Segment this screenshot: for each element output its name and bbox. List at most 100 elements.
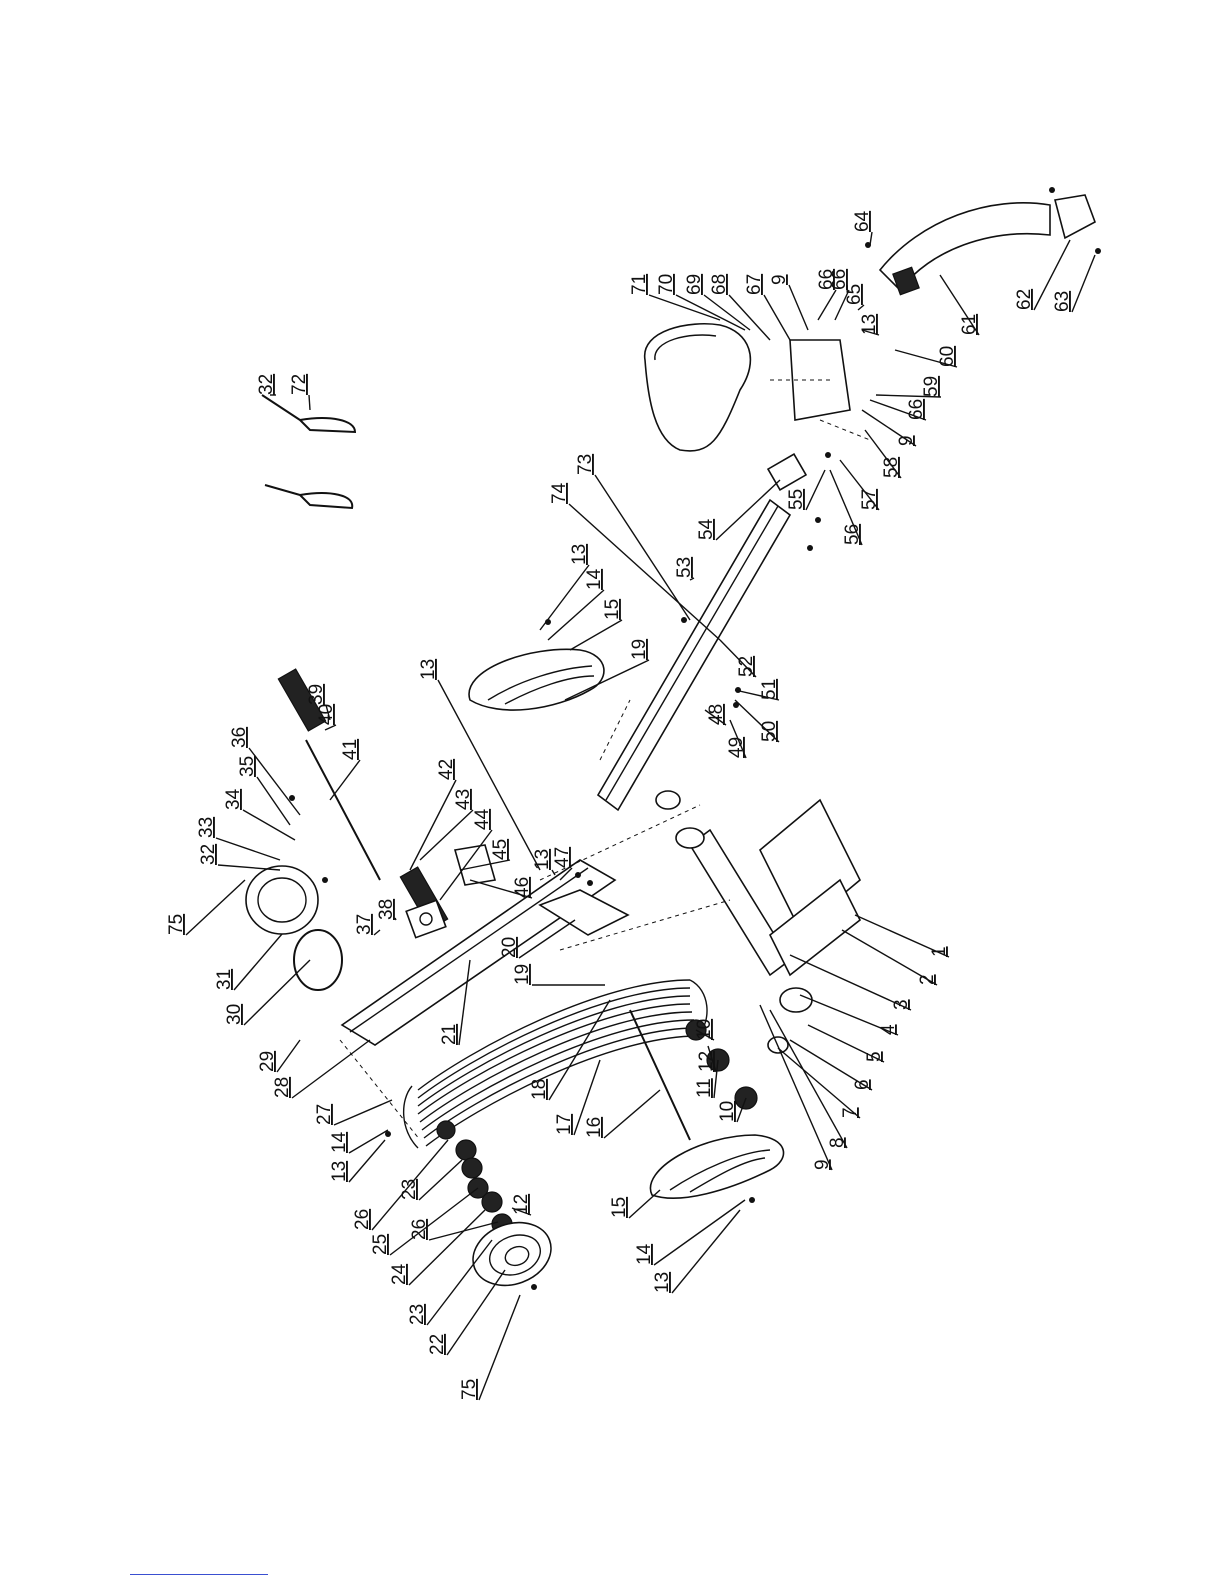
leader-line bbox=[789, 285, 808, 330]
callout-p61: 61 bbox=[940, 275, 980, 335]
part-number-label: 14 bbox=[329, 1131, 350, 1153]
callout-p1: 1 bbox=[855, 915, 950, 957]
part-number-label: 52 bbox=[736, 656, 757, 677]
callout-p14b: 14 bbox=[329, 1130, 388, 1153]
callout-p23b: 23 bbox=[399, 1160, 462, 1200]
callout-p64: 64 bbox=[852, 210, 873, 245]
part-number-label: 13 bbox=[418, 659, 439, 680]
part-number-label: 10 bbox=[717, 1101, 738, 1122]
part-number-label: 11 bbox=[694, 1078, 715, 1098]
part-callouts: 1234567891011121012161718192021222324262… bbox=[166, 210, 1095, 1400]
callout-p14c: 14 bbox=[548, 568, 605, 640]
part-number-label: 28 bbox=[272, 1077, 293, 1098]
leader-line bbox=[349, 1130, 388, 1153]
leader-line bbox=[186, 880, 245, 935]
part-number-label: 66 bbox=[906, 399, 927, 420]
part-number-label: 62 bbox=[1014, 289, 1035, 310]
part-number-label: 9 bbox=[812, 1159, 833, 1170]
part-drawings bbox=[246, 187, 1101, 1296]
leader-line bbox=[549, 1000, 610, 1100]
part-number-label: 13 bbox=[569, 544, 590, 565]
part-number-label: 68 bbox=[709, 274, 730, 295]
part-number-label: 61 bbox=[959, 314, 980, 335]
part-number-label: 33 bbox=[196, 817, 217, 838]
part-number-label: 57 bbox=[859, 489, 880, 510]
part-number-label: 45 bbox=[490, 839, 511, 860]
part-number-label: 23 bbox=[407, 1304, 428, 1325]
part-number-label: 12 bbox=[696, 1051, 717, 1072]
callout-p30: 30 bbox=[224, 960, 310, 1025]
part-number-label: 54 bbox=[696, 518, 717, 540]
callout-p13e: 13 bbox=[859, 314, 880, 335]
part-number-label: 73 bbox=[575, 454, 596, 475]
part-number-label: 30 bbox=[224, 1004, 245, 1025]
leader-line bbox=[672, 1210, 740, 1293]
callout-p5: 5 bbox=[808, 1025, 885, 1062]
leader-line bbox=[330, 760, 360, 800]
callout-p42: 42 bbox=[410, 759, 457, 870]
part-number-label: 2 bbox=[917, 974, 938, 985]
part-number-label: 59 bbox=[921, 376, 942, 397]
callout-p8: 8 bbox=[770, 1010, 848, 1148]
plate-45 bbox=[455, 845, 495, 885]
leader-line bbox=[257, 777, 290, 825]
callout-p48: 48 bbox=[705, 704, 727, 725]
part-number-label: 7 bbox=[840, 1107, 861, 1118]
part-number-label: 14 bbox=[634, 1243, 655, 1265]
leader-line bbox=[244, 960, 310, 1025]
part-number-label: 74 bbox=[549, 482, 570, 504]
leader-line bbox=[604, 1090, 660, 1138]
callout-p49: 49 bbox=[726, 720, 747, 758]
part-number-label: 38 bbox=[376, 899, 397, 920]
part-number-label: 19 bbox=[629, 639, 650, 660]
long-rail-tube bbox=[598, 500, 790, 810]
end-cap-disk bbox=[464, 1212, 560, 1296]
part-number-label: 8 bbox=[827, 1137, 848, 1148]
part-number-label: 13 bbox=[652, 1272, 673, 1293]
part-number-label: 47 bbox=[552, 847, 573, 868]
leader-line bbox=[277, 1040, 300, 1072]
part-number-label: 22 bbox=[427, 1334, 448, 1355]
callout-p32a: 32 bbox=[198, 844, 280, 870]
callout-p75a: 75 bbox=[166, 880, 245, 935]
callout-p34: 34 bbox=[223, 788, 295, 840]
part-number-label: 58 bbox=[881, 457, 902, 478]
callout-p51: 51 bbox=[735, 679, 780, 700]
leader-line bbox=[479, 1295, 520, 1400]
leader-line bbox=[447, 1270, 505, 1355]
callout-p50: 50 bbox=[735, 700, 780, 742]
callout-p15b: 15 bbox=[570, 599, 623, 650]
callout-p31: 31 bbox=[214, 934, 282, 990]
part-number-label: 71 bbox=[629, 274, 650, 295]
part-number-label: 13 bbox=[532, 849, 553, 870]
part-number-label: 43 bbox=[453, 789, 474, 810]
part-number-label: 29 bbox=[257, 1051, 278, 1072]
part-number-label: 56 bbox=[842, 524, 863, 545]
leader-line bbox=[629, 1190, 660, 1218]
part-number-label: 18 bbox=[529, 1079, 550, 1100]
part-number-label: 75 bbox=[459, 1379, 480, 1400]
part-number-label: 51 bbox=[759, 679, 780, 700]
part-number-label: 32 bbox=[198, 844, 219, 865]
callout-p32b: 32 bbox=[256, 374, 277, 395]
part-number-label: 20 bbox=[499, 937, 520, 958]
leader-line bbox=[234, 934, 282, 990]
part-number-label: 10 bbox=[694, 1019, 715, 1040]
leader-line bbox=[292, 1040, 370, 1098]
callout-p57: 57 bbox=[840, 460, 880, 510]
left-pulley-cluster bbox=[437, 1121, 512, 1234]
leader-line bbox=[372, 1140, 448, 1230]
callout-p38: 38 bbox=[376, 899, 397, 920]
callout-p52: 52 bbox=[720, 640, 757, 677]
part-number-label: 75 bbox=[166, 914, 187, 935]
callout-p75b: 75 bbox=[459, 1295, 520, 1400]
part-number-label: 50 bbox=[759, 721, 780, 742]
leader-line bbox=[410, 780, 456, 870]
leader-line bbox=[654, 1200, 745, 1265]
part-number-label: 34 bbox=[223, 788, 244, 810]
part-number-label: 23 bbox=[399, 1179, 420, 1200]
part-number-label: 44 bbox=[472, 808, 493, 830]
drum-cover bbox=[246, 866, 318, 934]
leader-line bbox=[595, 475, 690, 620]
callout-p59: 59 bbox=[876, 376, 942, 397]
